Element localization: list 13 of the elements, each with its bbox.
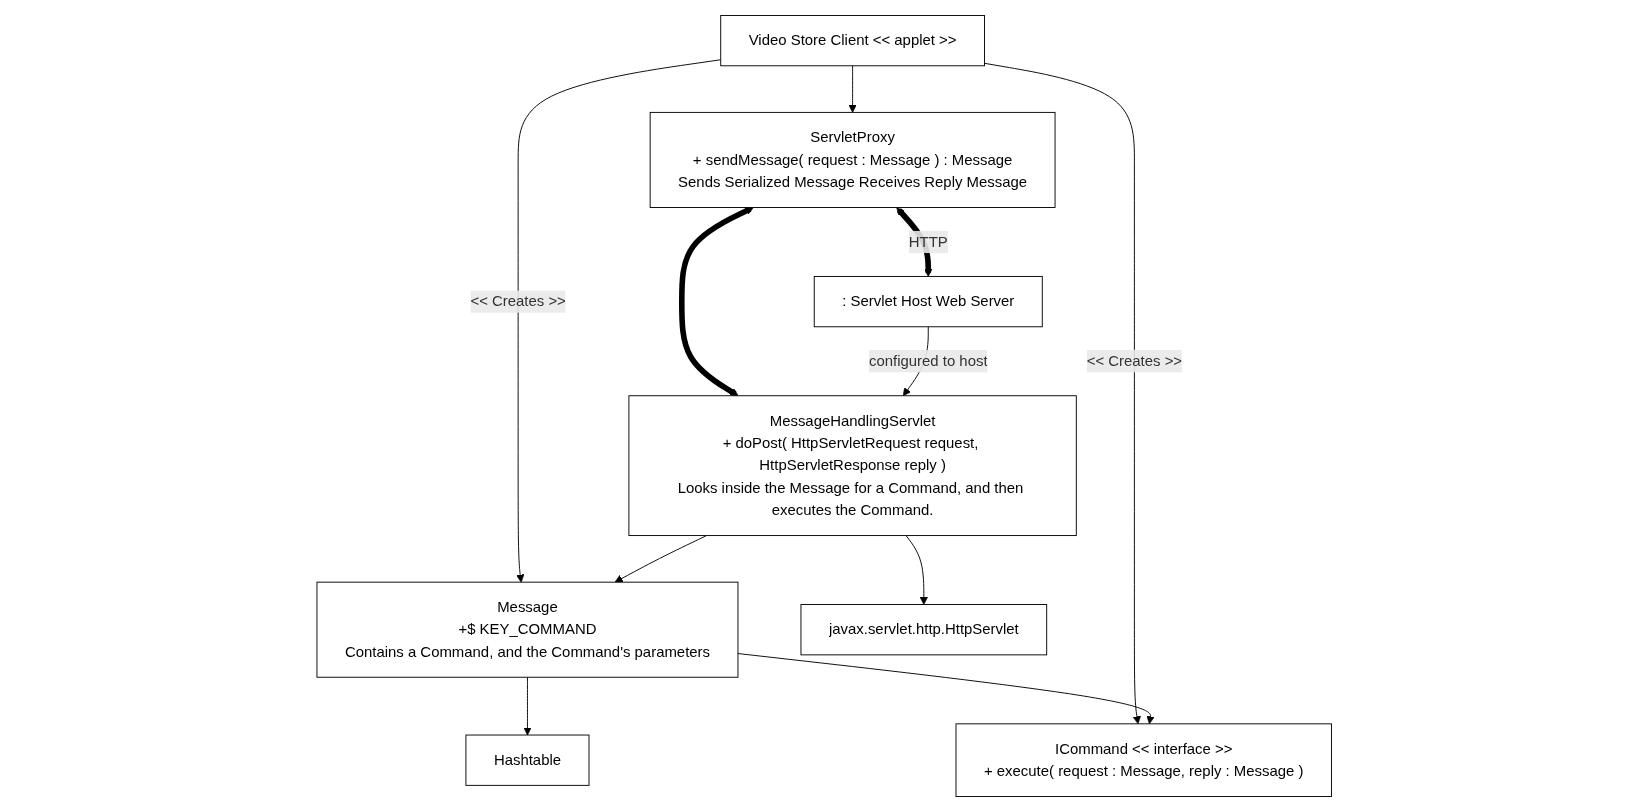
node-box: : Servlet Host Web Server <box>814 275 1044 328</box>
node-box: MessageHandlingServlet + doPost( HttpServletRequest request, HttpServletResponse reply ) Looks inside the Message for a Command, and then executes the Command. <box>628 395 1078 537</box>
node-box: Hashtable <box>465 734 590 786</box>
node-box: javax.servlet.http.HttpServlet <box>800 604 1048 656</box>
arrow <box>679 206 754 397</box>
edge-label: configured to host <box>869 352 988 369</box>
node-box: Video Store Client << applet >> <box>720 15 986 67</box>
node-box: ICommand << interface >> + execute( request : Message, reply : Message ) <box>955 723 1333 797</box>
node-box: Message +$ KEY_COMMAND Contains a Command, and the Command's parameters <box>316 581 739 678</box>
edge-label: << Creates >> <box>470 293 567 310</box>
edge-label: HTTP <box>909 233 949 250</box>
node-box: ServletProxy + sendMessage( request : Message ) : Message Sends Serialized Message Receives Reply Message <box>650 111 1056 208</box>
edge-label: << Creates >> <box>1087 352 1183 369</box>
